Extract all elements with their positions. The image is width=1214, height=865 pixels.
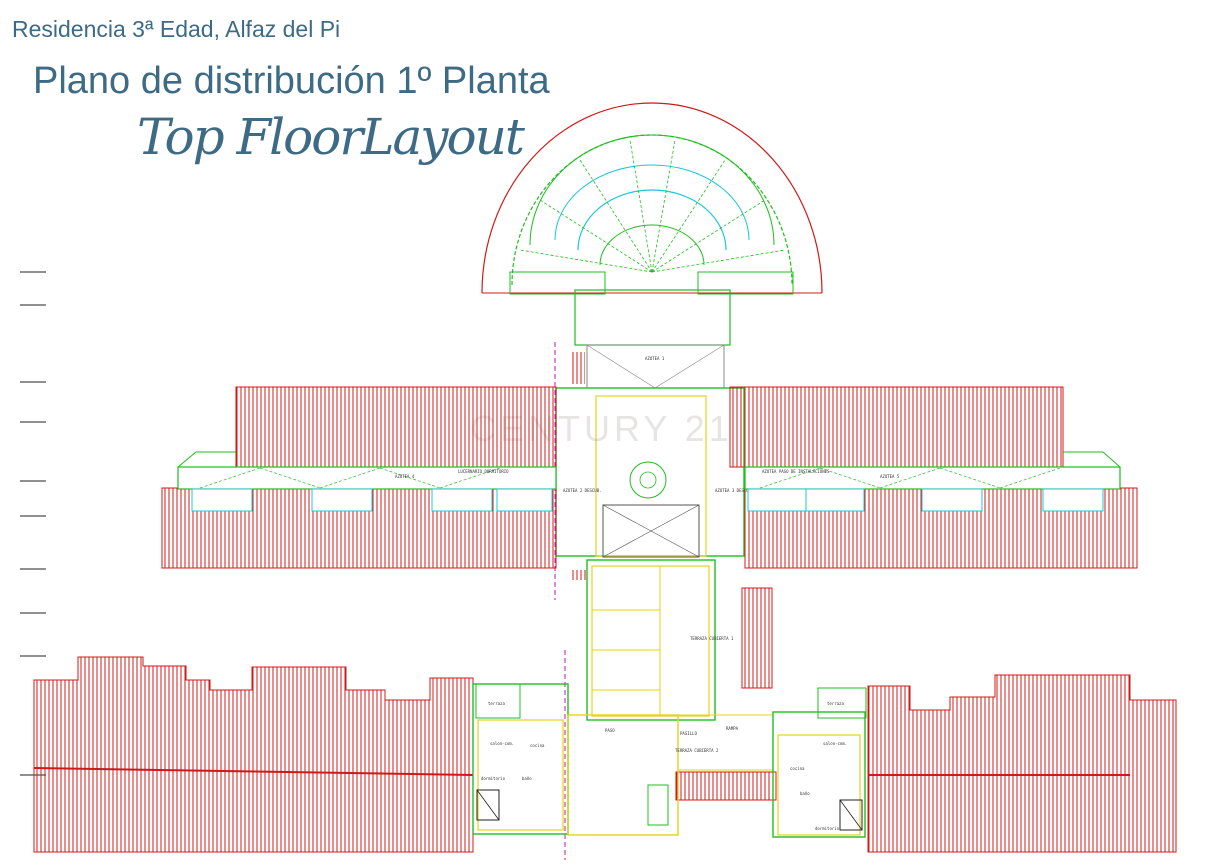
label-cocina-left: cocina — [530, 743, 545, 748]
label-dormitorio-right: dormitorio — [815, 826, 840, 831]
central-spine: TERRAZA CUBIERTA 1 PASO — [564, 559, 773, 860]
label-pasillo: PASILLO — [680, 731, 697, 736]
lower-wing-roofs — [33, 656, 1177, 853]
watermark: CENTURY 21 — [470, 408, 733, 449]
label-cocina-right: cocina — [790, 766, 805, 771]
location-title: Residencia 3ª Edad, Alfaz del Pi — [12, 16, 341, 42]
label-terraza-left: terraza — [488, 701, 505, 706]
upper-core: AZOTEA 1 AZOTEA 2 DESCUB. AZOTEA 3 DESCU… — [554, 342, 754, 600]
label-terraza2: TERRAZA CUBIERTA 2 — [675, 748, 719, 753]
label-azotea4: AZOTEA 4 — [395, 474, 415, 479]
label-paso-instalaciones: AZOTEA PASO DE INSTALACIONES — [762, 469, 830, 474]
label-paso: PASO — [605, 728, 615, 733]
label-bano-right: baño — [800, 791, 810, 796]
label-terraza-right: terraza — [827, 701, 844, 706]
label-salon-left: salon-com. — [490, 741, 514, 746]
label-salon-right: salon-com. — [823, 741, 847, 746]
semicircle-terrace — [481, 102, 823, 346]
label-rampa: RAMPA — [726, 726, 739, 731]
page-title: Plano de distribución 1º Planta — [33, 60, 550, 102]
page-subtitle: Top FloorLayout — [137, 108, 525, 166]
label-bano-left: baño — [522, 776, 532, 781]
label-lucernario: LUCERNARIO DORMITORIO — [458, 469, 509, 474]
label-azotea1: AZOTEA 1 — [645, 356, 665, 361]
upper-wing-roofs: AZOTEA 4 LUCERNARIO DORMITORIO AZOTEA PA… — [161, 386, 1138, 569]
label-azotea3: AZOTEA 3 DESCUB. — [715, 488, 754, 493]
label-dormitorio-left: dormitorio — [481, 776, 506, 781]
lower-units: terraza salon-com. cocina dormitorio bañ… — [472, 683, 867, 838]
label-azotea2: AZOTEA 2 DESCUB. — [563, 488, 602, 493]
label-azotea5: AZOTEA 5 — [880, 474, 900, 479]
label-terraza1: TERRAZA CUBIERTA 1 — [690, 636, 734, 641]
